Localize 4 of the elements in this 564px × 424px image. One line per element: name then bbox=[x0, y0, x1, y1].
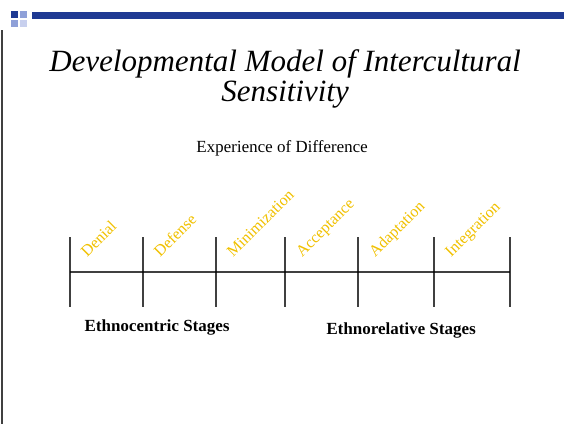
group-label: Ethnocentric Stages bbox=[84, 315, 230, 337]
group-label: Ethnorelative Stages bbox=[325, 318, 477, 340]
subtitle: Experience of Difference bbox=[195, 137, 369, 157]
slide-title: Developmental Model of Intercultural Sensitivity bbox=[48, 46, 522, 106]
